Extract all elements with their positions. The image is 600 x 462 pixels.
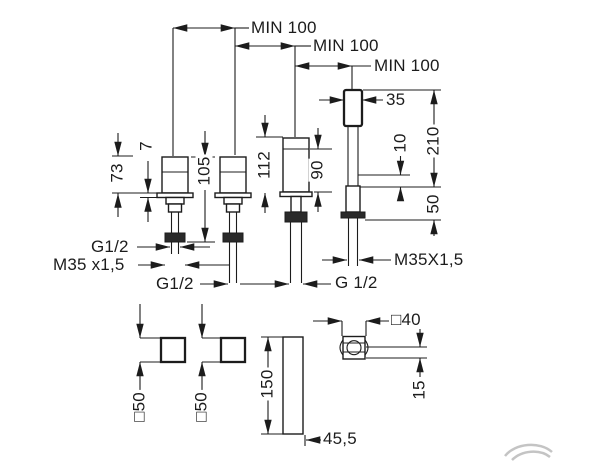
thread-leader-lines xyxy=(137,243,391,288)
handle-dimension-lines xyxy=(112,131,215,243)
thread-g12-right-label: G 1/2 xyxy=(335,273,378,292)
dim-73-label: 73 xyxy=(107,161,127,185)
thread-m35-right-label: M35X1,5 xyxy=(394,250,464,269)
spout-drawing xyxy=(279,137,313,283)
watermark-swoosh xyxy=(504,443,553,461)
dim-7-label: 7 xyxy=(136,139,156,153)
thread-g12-left-label: G1/2 xyxy=(91,237,129,256)
spout-dimension-lines xyxy=(256,115,332,213)
plan-handle-squares xyxy=(136,304,247,391)
plan-15-label: 15 xyxy=(409,378,429,402)
thread-g12-bottom-label: G1/2 xyxy=(156,274,194,293)
handle-1-drawing xyxy=(156,156,194,254)
shower-dimension-lines xyxy=(319,89,441,236)
plan-shower-holder xyxy=(313,317,427,377)
hand-shower-drawing xyxy=(340,88,366,266)
thread-m35-left-label: M35 x1,5 xyxy=(53,255,125,274)
min100-1-label: MIN 100 xyxy=(251,18,317,37)
plan-square50-2-label: □50 xyxy=(191,390,211,424)
dim-10-label: 10 xyxy=(390,131,410,155)
plan-455-label: 45,5 xyxy=(323,429,357,448)
dim-50-label: 50 xyxy=(423,192,443,216)
dim-105-label: 105 xyxy=(194,154,214,188)
plan-square50-1-label: □50 xyxy=(129,390,149,424)
handle-2-drawing xyxy=(214,156,252,283)
min100-2-label: MIN 100 xyxy=(313,36,379,55)
dim-112-label: 112 xyxy=(254,149,274,181)
dim-210-label: 210 xyxy=(423,124,443,158)
dim-35-label: 35 xyxy=(386,90,406,109)
plan-square40-label: □40 xyxy=(391,310,421,329)
plan-150-label: 150 xyxy=(257,367,277,401)
min100-dimension-lines xyxy=(172,24,371,156)
dim-90-label: 90 xyxy=(307,158,327,182)
min100-3-label: MIN 100 xyxy=(374,56,440,75)
